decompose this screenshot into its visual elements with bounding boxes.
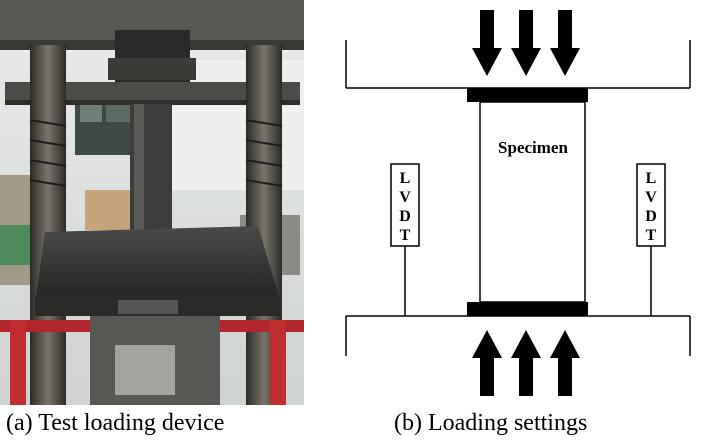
lvdt-right: L V D T [636,163,666,316]
loading-settings-diagram: Specimen L V D T [322,0,710,405]
svg-text:T: T [400,227,411,244]
bottom-loading-frame [345,315,691,356]
svg-text:D: D [399,208,411,225]
specimen-label: Specimen [498,138,568,157]
svg-text:L: L [400,170,411,187]
downward-load-arrows [472,10,580,76]
svg-text:L: L [646,170,657,187]
svg-text:V: V [645,189,657,206]
top-loading-plate [467,88,588,102]
svg-text:D: D [645,208,657,225]
top-loading-frame [345,40,691,89]
caption-loading-settings: (b) Loading settings [394,410,588,436]
bottom-loading-plate [467,302,588,316]
svg-text:T: T [646,227,657,244]
caption-test-loading-device: (a) Test loading device [6,410,225,436]
upward-load-arrows [472,330,580,396]
lvdt-left: L V D T [390,163,420,316]
test-loading-device-photo [0,0,304,405]
svg-text:V: V [399,189,411,206]
specimen [479,101,586,303]
